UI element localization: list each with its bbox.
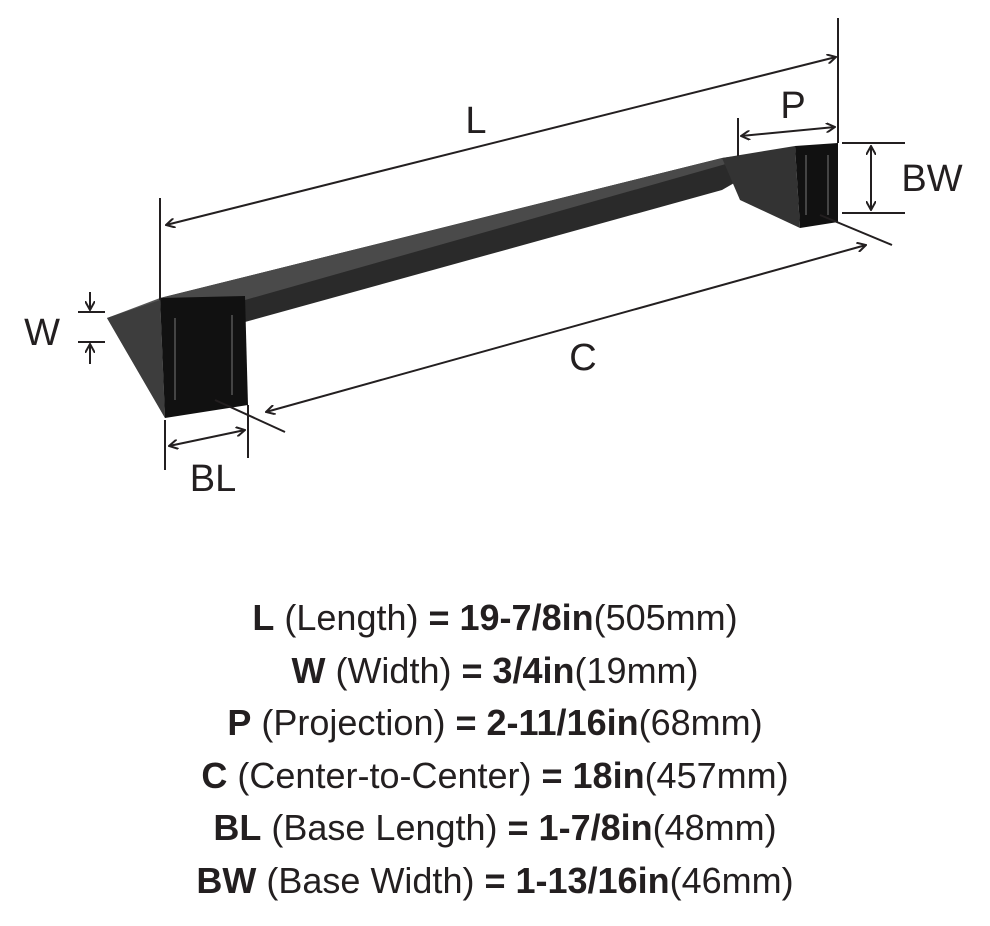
spec-code: L bbox=[252, 597, 275, 638]
label-p: P bbox=[780, 85, 805, 127]
spec-imperial: = 19-7/8in bbox=[428, 597, 594, 638]
spec-metric: (19mm) bbox=[574, 649, 699, 691]
spec-metric: (505mm) bbox=[593, 597, 738, 638]
spec-name: (Projection) bbox=[251, 702, 456, 743]
dimension-lines bbox=[78, 18, 905, 470]
label-bw: BW bbox=[901, 158, 962, 200]
towel-bar-drawing: L P BW W C BL bbox=[24, 18, 963, 500]
spec-imperial: = 18in bbox=[541, 754, 645, 796]
spec-length: L (Length) = 19-7/8in(505mm) bbox=[0, 592, 990, 645]
label-c: C bbox=[569, 337, 596, 379]
spec-base-length: BL (Base Length) = 1-7/8in(48mm) bbox=[0, 802, 990, 855]
spec-code: BL bbox=[213, 807, 262, 848]
spec-metric: (68mm) bbox=[638, 702, 763, 743]
spec-width: W (Width) = 3/4in(19mm) bbox=[0, 645, 990, 698]
label-l: L bbox=[465, 100, 486, 142]
spec-base-width: BW (Base Width) = 1-13/16in(46mm) bbox=[0, 855, 990, 908]
spec-metric: (48mm) bbox=[652, 807, 777, 848]
spec-code: BW bbox=[196, 859, 257, 901]
spec-projection: P (Projection) = 2-11/16in(68mm) bbox=[0, 697, 990, 750]
spec-center-to-center: C (Center-to-Center) = 18in(457mm) bbox=[0, 750, 990, 803]
spec-code: P bbox=[227, 702, 252, 743]
label-w: W bbox=[24, 312, 60, 354]
spec-imperial: = 3/4in bbox=[461, 649, 575, 691]
spec-name: (Base Width) bbox=[256, 859, 485, 901]
spec-imperial: = 1-13/16in bbox=[484, 859, 670, 901]
spec-code: C bbox=[201, 754, 228, 796]
spec-imperial: = 2-11/16in bbox=[455, 702, 639, 743]
label-bl: BL bbox=[190, 458, 236, 500]
spec-imperial: = 1-7/8in bbox=[507, 807, 653, 848]
spec-metric: (457mm) bbox=[644, 754, 789, 796]
towel-bar bbox=[107, 143, 838, 418]
spec-metric: (46mm) bbox=[669, 859, 794, 901]
spec-name: (Length) bbox=[274, 597, 429, 638]
spec-name: (Center-to-Center) bbox=[227, 754, 542, 796]
spec-name: (Width) bbox=[325, 649, 462, 691]
spec-name: (Base Length) bbox=[261, 807, 508, 848]
spec-code: W bbox=[291, 649, 326, 691]
spec-list: L (Length) = 19-7/8in(505mm) W (Width) =… bbox=[0, 592, 990, 907]
